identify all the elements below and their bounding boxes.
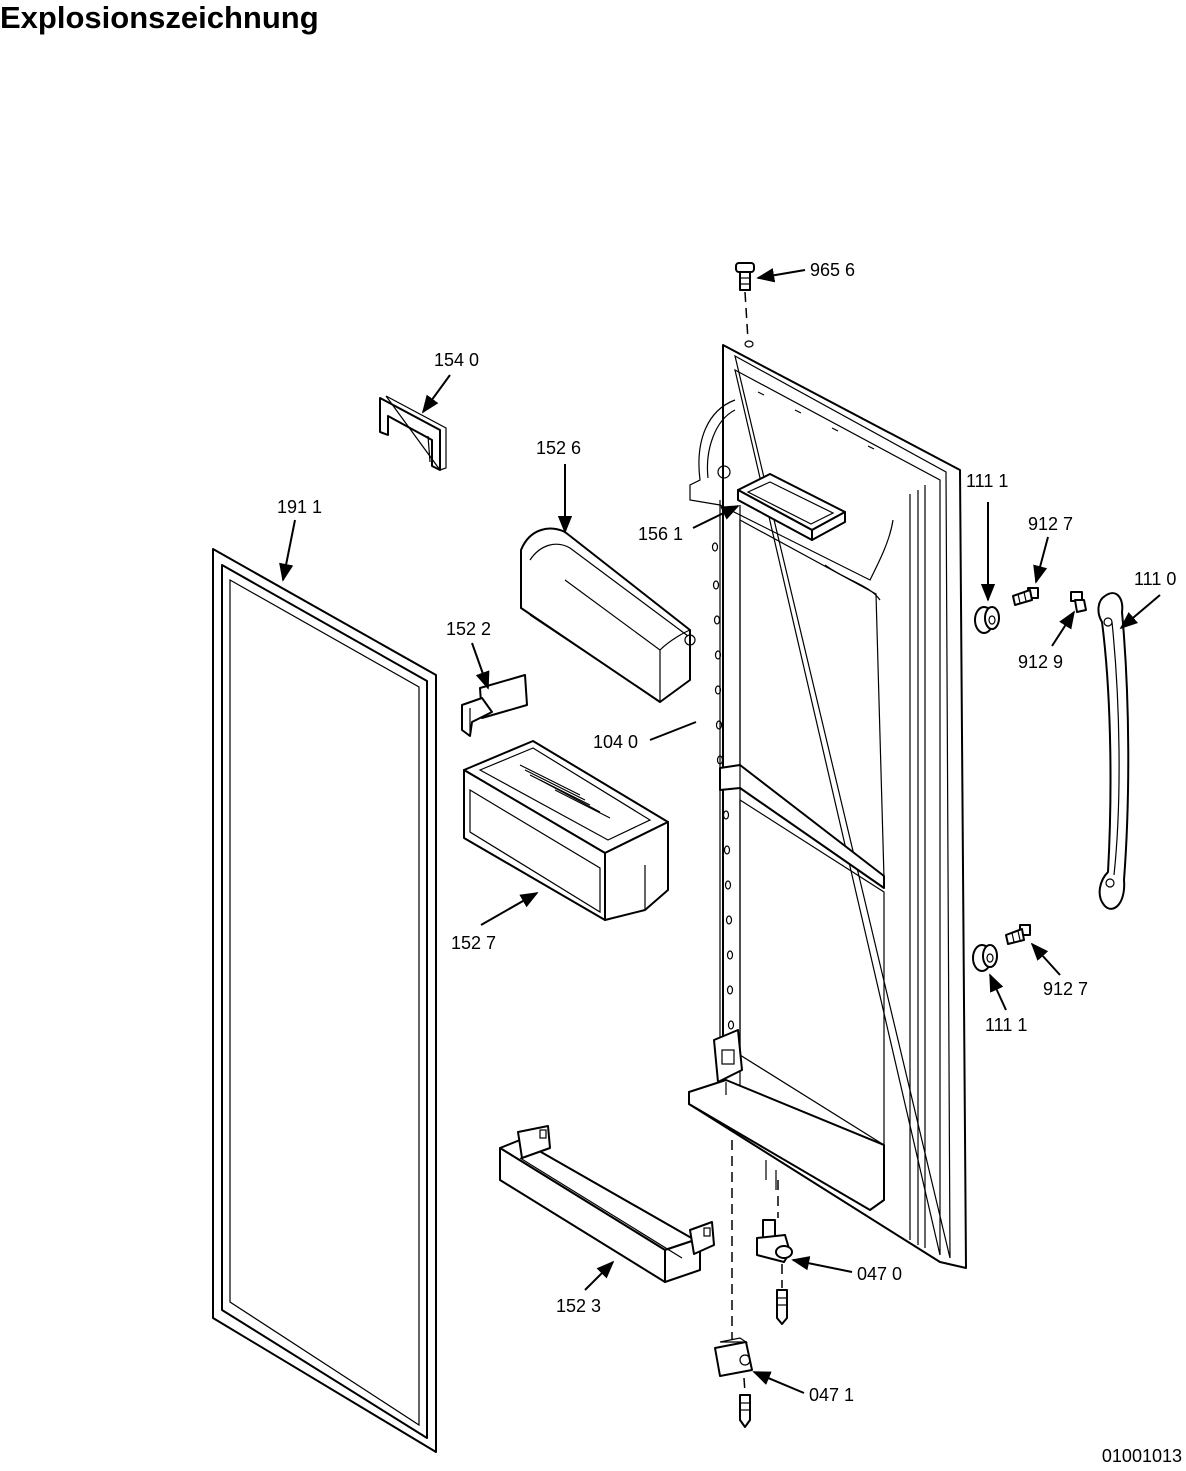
callout-1111-lower: 111 1 [985,1015,1027,1035]
hinge-upper-part [756,1219,793,1325]
cap-upper-part [974,606,1000,634]
callout-labels: 965 6 154 0 152 6 156 1 191 1 152 2 104 … [277,260,1176,1405]
small-shelf-part [737,473,846,541]
callout-9656: 965 6 [810,260,855,280]
callout-0470: 047 0 [857,1264,902,1284]
hinge-lower-part [714,1337,753,1428]
callout-9127-lower: 912 7 [1043,979,1088,999]
callout-1561: 156 1 [638,524,683,544]
clip-part [461,674,528,737]
leader-lines [279,268,1161,1394]
door-bin-part [463,740,669,921]
callout-1540: 154 0 [434,350,479,370]
dairy-cover-part [520,527,696,704]
door-liner-part [688,340,967,1269]
callout-0471: 047 1 [809,1385,854,1405]
cap-lower-part [972,944,998,972]
callout-1040: 104 0 [593,732,638,752]
screw-mid-part [1070,591,1087,613]
screw-lower-part [1005,924,1031,945]
callout-1527: 152 7 [451,933,496,953]
callout-1526: 152 6 [536,438,581,458]
callout-1911: 191 1 [277,497,322,517]
callout-1522: 152 2 [446,619,491,639]
door-gasket-part [212,548,437,1453]
screw-upper-part [1012,587,1039,606]
top-screw-part [735,262,755,291]
callout-9129: 912 9 [1018,652,1063,672]
handle-part [1097,592,1130,910]
document-number: 01001013 [1101,1446,1182,1466]
page-title: Explosionszeichnung [0,0,319,35]
callout-9127-upper: 912 7 [1028,514,1073,534]
bracket-part [379,395,447,471]
callout-1523: 152 3 [556,1296,601,1316]
callout-1111-upper: 111 1 [966,471,1008,491]
callout-1110: 111 0 [1134,569,1176,589]
lower-bin-part [499,1125,715,1283]
